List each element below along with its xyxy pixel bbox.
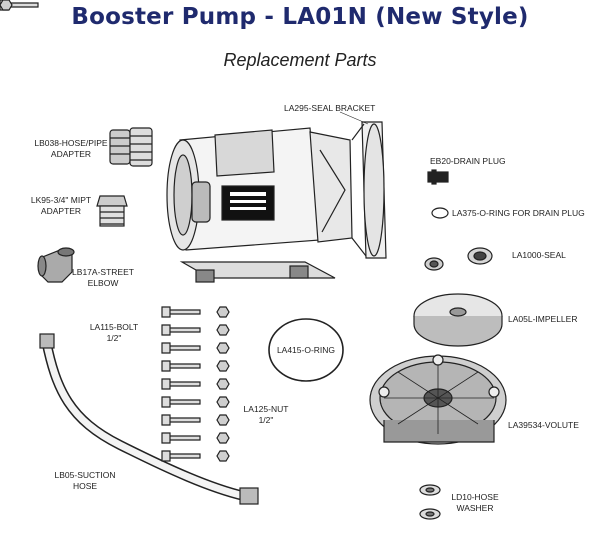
- label-mipt-adapter-line2: ADAPTER: [40, 206, 82, 216]
- label-hose-pipe-adapter-line2: ADAPTER: [50, 149, 92, 159]
- label-hose-washer: LD10-HOSE WASHER: [440, 492, 510, 514]
- page-subtitle: Replacement Parts: [223, 50, 377, 70]
- label-volute: LA39534-VOLUTE: [508, 420, 579, 430]
- label-street-elbow-line1: LB17A-STREET: [72, 267, 134, 277]
- label-impeller: LA05L-IMPELLER: [508, 314, 578, 324]
- label-oring: LA415-O-RING: [276, 345, 336, 355]
- label-seal-bracket: LA295-SEAL BRACKET: [284, 103, 376, 113]
- hose-washer-icon: [419, 484, 441, 520]
- label-suction-hose-line2: HOSE: [72, 481, 98, 491]
- label-hose-pipe-adapter-line1: LB038-HOSE/PIPE: [34, 138, 108, 148]
- pump-motor-assembly: [166, 111, 387, 283]
- label-hose-washer-line2: WASHER: [456, 503, 494, 513]
- bolts-group: [0, 0, 201, 462]
- label-mipt-adapter: LK95-3/4" MIPT ADAPTER: [20, 195, 102, 217]
- impeller-icon: [413, 293, 503, 347]
- hose-pipe-adapter-icon: [109, 127, 153, 167]
- label-mipt-adapter-line1: LK95-3/4" MIPT: [30, 195, 92, 205]
- label-hose-pipe-adapter: LB038-HOSE/PIPE ADAPTER: [26, 138, 116, 160]
- nuts-group: [0, 0, 230, 462]
- label-drain-plug: EB20-DRAIN PLUG: [430, 156, 506, 166]
- label-bolt-line2: 1/2": [106, 333, 122, 343]
- label-suction-hose: LB05-SUCTION HOSE: [40, 470, 130, 492]
- label-nut-line1: LA125-NUT: [243, 404, 289, 414]
- large-oring-icon: [268, 318, 344, 382]
- label-bolt-line1: LA115-BOLT: [89, 322, 139, 332]
- drain-plug-icon: [427, 169, 449, 185]
- drain-oring-icon: [431, 207, 449, 219]
- label-nut: LA125-NUT 1/2": [236, 404, 296, 426]
- label-drain-oring: LA375-O-RING FOR DRAIN PLUG: [452, 208, 585, 218]
- label-nut-line2: 1/2": [258, 415, 274, 425]
- label-hose-washer-line1: LD10-HOSE: [451, 492, 499, 502]
- label-suction-hose-line1: LB05-SUCTION: [54, 470, 116, 480]
- mipt-adapter-icon: [96, 195, 128, 227]
- label-bolt: LA115-BOLT 1/2": [84, 322, 144, 344]
- label-seal: LA1000-SEAL: [512, 250, 566, 260]
- page-title: Booster Pump - LA01N (New Style): [71, 4, 529, 30]
- seal-icon: [424, 247, 493, 271]
- label-street-elbow-line2: ELBOW: [87, 278, 119, 288]
- label-street-elbow: LB17A-STREET ELBOW: [68, 267, 138, 289]
- volute-icon: [369, 354, 507, 445]
- suction-hose-icon: [39, 333, 259, 505]
- street-elbow-icon: [37, 247, 75, 283]
